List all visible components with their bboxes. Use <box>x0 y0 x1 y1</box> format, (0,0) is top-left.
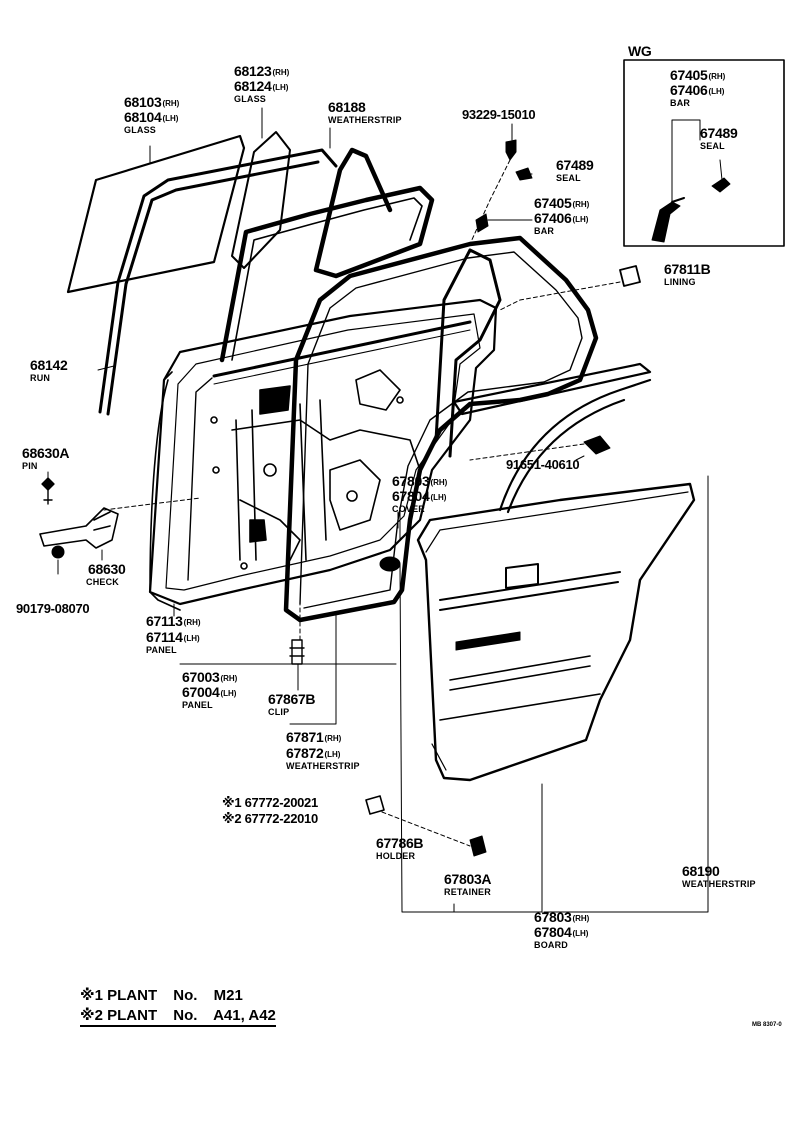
label-68630: 68630 <box>88 561 126 577</box>
label-67803a-name: RETAINER <box>444 887 491 897</box>
bolt-90179-icon <box>51 545 65 559</box>
label-67786b-name: HOLDER <box>376 851 416 861</box>
label-67804-cover-name: COVER <box>392 504 426 514</box>
label-68188: 68188 <box>328 99 366 115</box>
label-68630-name: CHECK <box>86 577 120 587</box>
note-2-mark: ※2 <box>80 1007 103 1024</box>
label-68190: 68190 <box>682 863 720 879</box>
label-67804-cover: 67804(LH) <box>392 488 447 504</box>
screw-91651-icon <box>583 435 611 455</box>
label-67811b: 67811B <box>664 261 711 277</box>
label-68104-name: GLASS <box>124 125 157 135</box>
note-1-value: M21 <box>213 987 243 1004</box>
plant-note-1: ※1 PLANT No. M21 <box>80 986 243 1004</box>
note-1-plant: PLANT <box>107 987 158 1004</box>
label-67406: 67406(LH) <box>534 210 589 226</box>
note-1-no: No. <box>173 987 198 1004</box>
reference-code: MB 8307-0 <box>752 1022 782 1028</box>
label-67114-name: PANEL <box>146 645 177 655</box>
screw-93229-icon <box>505 139 517 161</box>
label-68103: 68103(RH) <box>124 94 180 110</box>
window-regulator <box>210 369 421 570</box>
clip-67867b-icon <box>289 639 305 665</box>
plant-note-2: ※2 PLANT No. A41, A42 <box>80 1006 276 1027</box>
wg-bar-icon <box>651 197 685 243</box>
label-67804-board: 67804(LH) <box>534 924 589 940</box>
label-67406-name: BAR <box>534 226 555 236</box>
label-67405: 67405(RH) <box>534 195 590 211</box>
trim-board <box>416 482 696 782</box>
wg-seal-icon <box>711 177 731 193</box>
label-67004: 67004(LH) <box>182 684 237 700</box>
label-wg-67489-name: SEAL <box>700 141 725 151</box>
check-68630-icon <box>39 507 119 549</box>
label-68630a-name: PIN <box>22 461 38 471</box>
label-68190-name: WEATHERSTRIP <box>682 879 756 889</box>
label-67871: 67871(RH) <box>286 729 342 745</box>
note-2-plant: PLANT <box>107 1007 158 1024</box>
label-wg-67406-name: BAR <box>670 98 691 108</box>
label-67867b-name: CLIP <box>268 707 290 717</box>
label-67772-20021: ※1 67772-20021 <box>222 795 318 810</box>
label-67867b: 67867B <box>268 691 316 707</box>
weatherstrip-67871-loop <box>283 235 599 623</box>
label-67004-name: PANEL <box>182 700 213 710</box>
label-67872: 67872(LH) <box>286 745 341 761</box>
label-67804-board-name: BOARD <box>534 940 568 950</box>
label-67803a: 67803A <box>444 871 492 887</box>
label-67803-board: 67803(RH) <box>534 909 590 925</box>
label-67114: 67114(LH) <box>146 629 200 645</box>
label-93229: 93229-15010 <box>462 107 536 122</box>
wg-leader <box>671 119 723 203</box>
glass-run-vertical <box>434 248 502 458</box>
label-67003: 67003(RH) <box>182 669 238 685</box>
dashed-leaders <box>103 159 621 847</box>
holder-67786b-icon <box>365 795 385 815</box>
label-67786b: 67786B <box>376 835 424 851</box>
label-67872-name: WEATHERSTRIP <box>286 761 360 771</box>
label-68142: 68142 <box>30 357 68 373</box>
label-68123: 68123(RH) <box>234 63 290 79</box>
label-91651: 91651-40610 <box>506 457 580 472</box>
door-outer-panel-edge <box>149 371 181 611</box>
run-68142-channel <box>98 148 338 416</box>
weatherstrip-68188-frame <box>219 147 435 363</box>
label-67772-22010: ※2 67772-22010 <box>222 811 318 826</box>
label-wg-67406: 67406(LH) <box>670 82 725 98</box>
label-67113: 67113(RH) <box>146 613 201 629</box>
note-2-no: No. <box>173 1007 198 1024</box>
wg-title: WG <box>628 43 652 59</box>
retainer-67803a-icon <box>469 835 487 857</box>
leader-lines <box>47 107 709 913</box>
cover-67803-icon <box>379 556 401 572</box>
lining-67811b-icon <box>619 265 641 287</box>
bar-67405-icon <box>475 213 489 233</box>
label-68630a: 68630A <box>22 445 70 461</box>
weatherstrip-68190-arch <box>452 362 652 514</box>
label-68142-name: RUN <box>30 373 51 383</box>
label-67811b-name: LINING <box>664 277 696 287</box>
label-wg-67405: 67405(RH) <box>670 67 726 83</box>
wg-inset-box <box>623 59 785 247</box>
label-68124-name: GLASS <box>234 94 267 104</box>
armrest <box>505 563 539 589</box>
glass-68103-outline <box>66 134 246 294</box>
note-1-mark: ※1 <box>80 987 103 1004</box>
label-90179: 90179-08070 <box>16 601 90 616</box>
pin-68630a-icon <box>41 477 55 505</box>
label-68188-name: WEATHERSTRIP <box>328 115 402 125</box>
label-68104: 68104(LH) <box>124 109 179 125</box>
label-67489-name: SEAL <box>556 173 581 183</box>
note-2-value: A41, A42 <box>213 1007 276 1024</box>
label-67489: 67489 <box>556 157 594 173</box>
label-68124: 68124(LH) <box>234 78 289 94</box>
label-wg-67489: 67489 <box>700 125 738 141</box>
label-67803-cover: 67803(RH) <box>392 473 448 489</box>
glass-68123-outline <box>231 131 291 269</box>
